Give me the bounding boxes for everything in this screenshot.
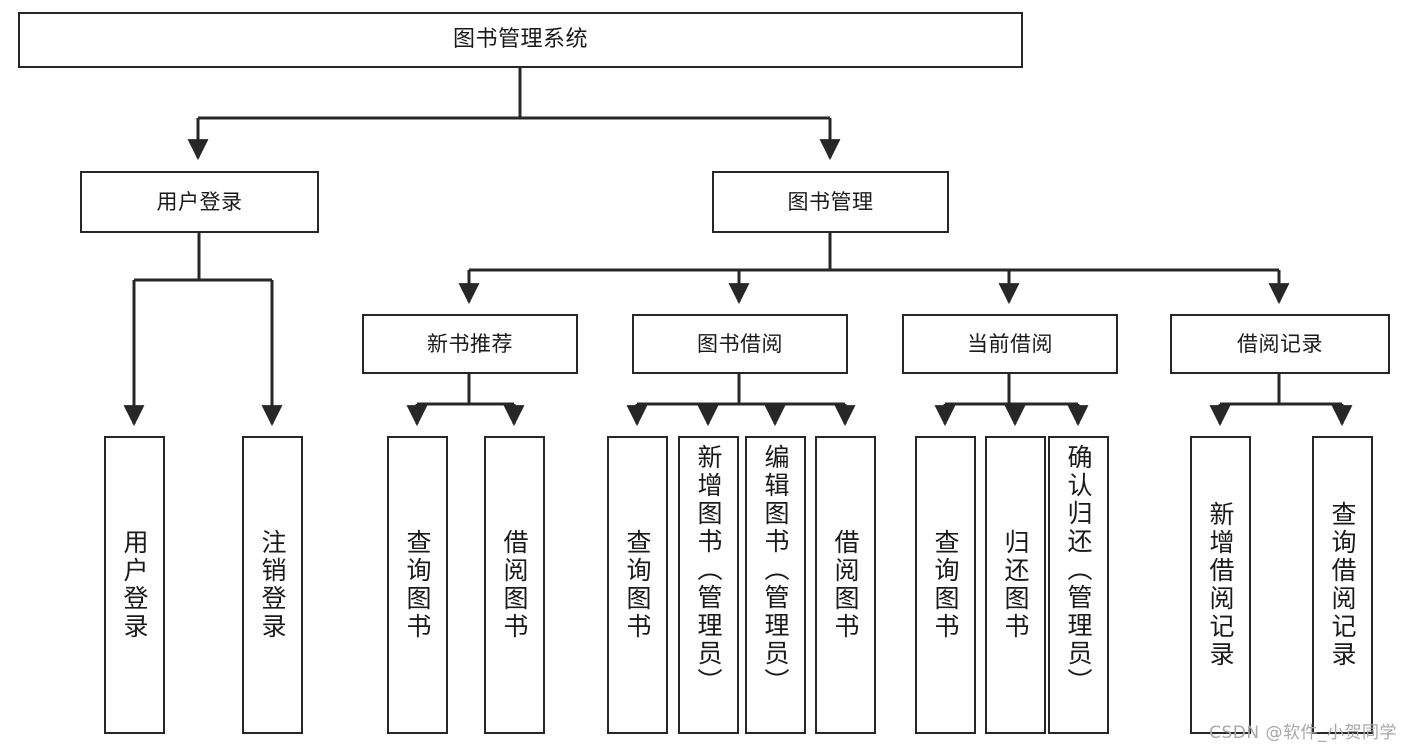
node-leaf-logout-login-label: 注销登录	[258, 529, 287, 641]
node-current-borrow-label: 当前借阅	[967, 331, 1053, 356]
node-new-book-recommend-label: 新书推荐	[427, 331, 513, 356]
node-leaf-query-book-current-label: 查询图书	[931, 529, 960, 641]
node-leaf-borrow-book-recommend-label: 借阅图书	[500, 529, 529, 641]
node-new-book-recommend[interactable]: 新书推荐	[362, 314, 578, 374]
node-book-manage[interactable]: 图书管理	[712, 171, 949, 233]
node-leaf-confirm-return-admin[interactable]: 确认归还（管理员）	[1048, 436, 1109, 734]
node-leaf-query-book-borrow[interactable]: 查询图书	[607, 436, 668, 734]
node-book-borrow-label: 图书借阅	[697, 331, 783, 356]
node-leaf-logout-login[interactable]: 注销登录	[242, 436, 303, 734]
node-leaf-query-book-recommend-label: 查询图书	[403, 529, 432, 641]
node-leaf-query-book-current[interactable]: 查询图书	[915, 436, 976, 734]
node-leaf-query-book-recommend[interactable]: 查询图书	[387, 436, 448, 734]
node-user-login-label: 用户登录	[156, 189, 243, 214]
node-leaf-confirm-return-admin-label: 确认归还（管理员）	[1064, 444, 1093, 696]
node-leaf-query-book-borrow-label: 查询图书	[623, 529, 652, 641]
node-leaf-edit-book-admin-label: 编辑图书（管理员）	[761, 444, 790, 696]
node-leaf-add-book-admin[interactable]: 新增图书（管理员）	[678, 436, 739, 734]
node-leaf-query-borrow-record-label: 查询借阅记录	[1328, 501, 1357, 669]
watermark-text: CSDN @软件_小贺同学	[1209, 723, 1397, 743]
node-leaf-edit-book-admin[interactable]: 编辑图书（管理员）	[745, 436, 806, 734]
node-book-manage-label: 图书管理	[787, 189, 874, 214]
node-borrow-record[interactable]: 借阅记录	[1170, 314, 1390, 374]
node-leaf-add-borrow-record-label: 新增借阅记录	[1206, 501, 1235, 669]
node-root-label: 图书管理系统	[452, 27, 588, 53]
node-leaf-return-book-label: 归还图书	[1001, 529, 1030, 641]
node-leaf-query-borrow-record[interactable]: 查询借阅记录	[1312, 436, 1373, 734]
node-borrow-record-label: 借阅记录	[1237, 331, 1323, 356]
node-root[interactable]: 图书管理系统	[18, 12, 1023, 68]
node-leaf-add-borrow-record[interactable]: 新增借阅记录	[1190, 436, 1251, 734]
node-leaf-borrow-book[interactable]: 借阅图书	[815, 436, 876, 734]
node-leaf-user-login[interactable]: 用户登录	[104, 436, 165, 734]
node-leaf-return-book[interactable]: 归还图书	[985, 436, 1046, 734]
node-leaf-user-login-label: 用户登录	[120, 529, 149, 641]
node-book-borrow[interactable]: 图书借阅	[632, 314, 848, 374]
node-leaf-add-book-admin-label: 新增图书（管理员）	[694, 444, 723, 696]
node-leaf-borrow-book-label: 借阅图书	[831, 529, 860, 641]
node-user-login[interactable]: 用户登录	[80, 171, 319, 233]
node-leaf-borrow-book-recommend[interactable]: 借阅图书	[484, 436, 545, 734]
node-current-borrow[interactable]: 当前借阅	[902, 314, 1118, 374]
